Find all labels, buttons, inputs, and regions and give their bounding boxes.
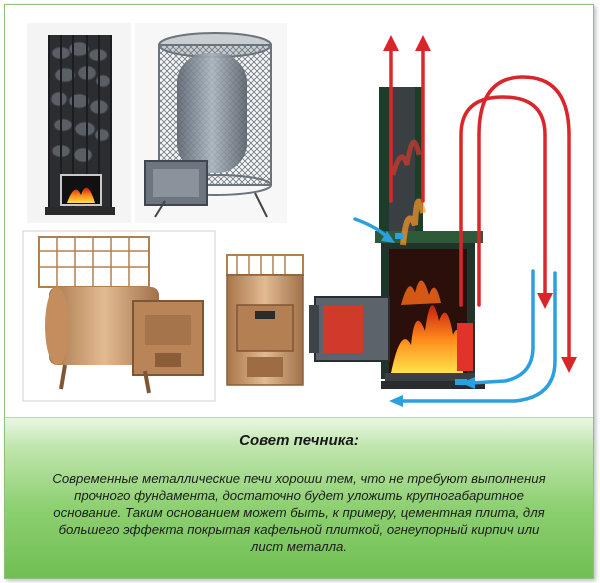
stoves-illustration (22, 23, 577, 407)
copper-heater-icon (22, 230, 216, 402)
tip-text: Современные металлические печи хороши те… (52, 471, 546, 554)
tip-title: Совет печника: (239, 432, 359, 449)
copper-box-heater-icon (217, 249, 313, 399)
stone-heater-icon (27, 23, 131, 223)
stove-tip-panel: Совет печника: Современные металлические… (5, 417, 593, 578)
mesh-heater-icon (135, 23, 287, 223)
article-figure: Совет печника: Современные металлические… (4, 4, 594, 579)
airflow-arrows-icon (309, 35, 577, 407)
